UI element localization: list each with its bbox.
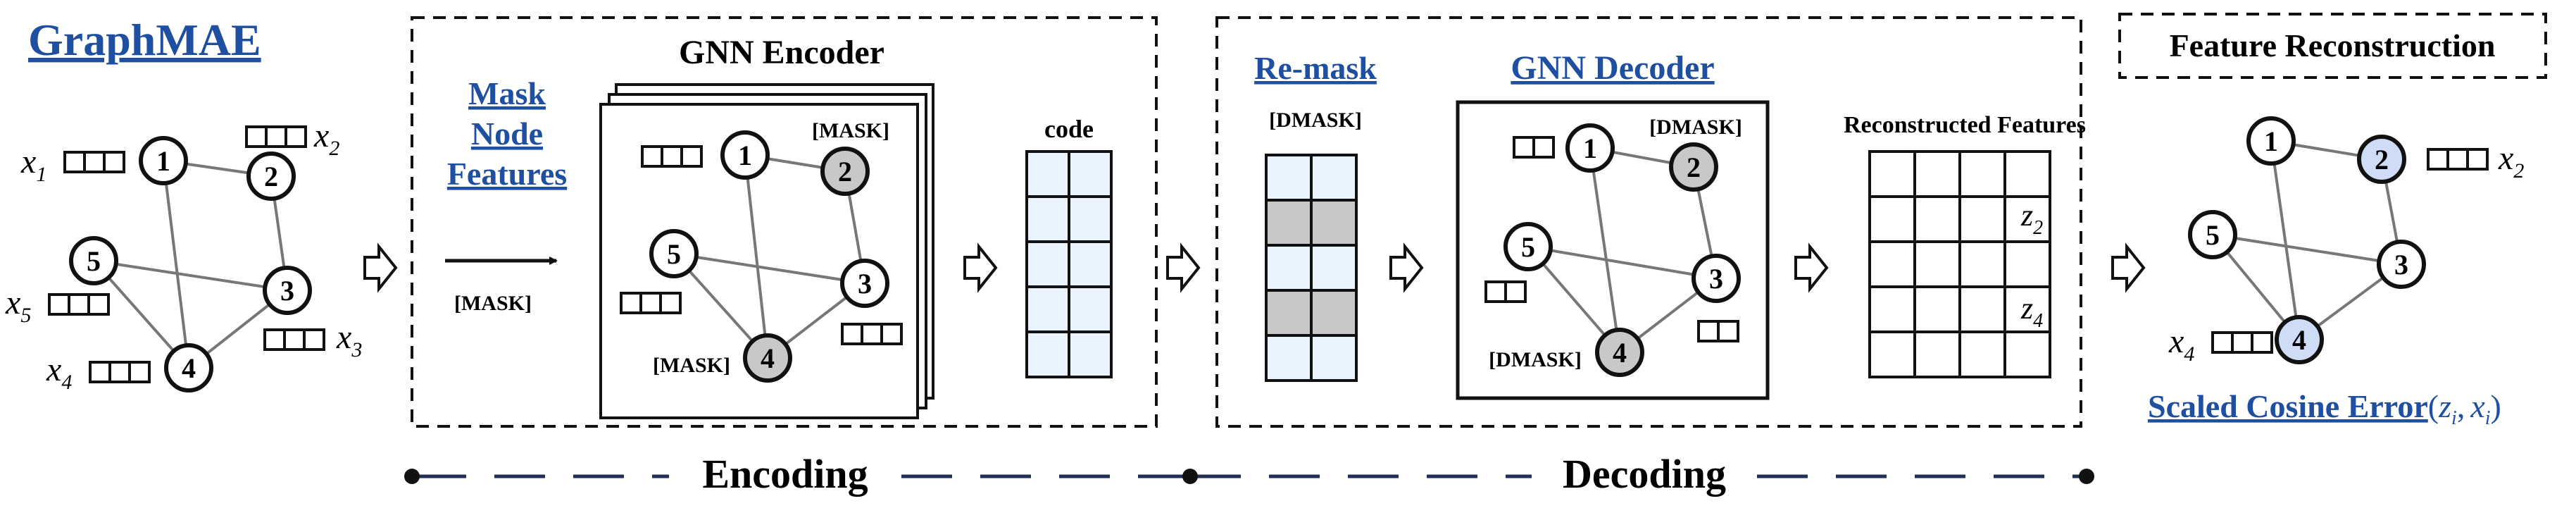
svg-text:1: 1	[156, 145, 170, 177]
decoder-node-1: 1	[1565, 123, 1615, 173]
input-node-4: 4	[164, 343, 213, 393]
gnn-encoder-title: GNN Encoder	[679, 34, 884, 71]
svg-text:x5: x5	[5, 284, 31, 327]
encoder-node-1: 1	[720, 130, 770, 180]
decoder-dmask-label-node2: [DMASK]	[1649, 116, 1742, 139]
svg-text:x4: x4	[46, 351, 72, 394]
svg-text:3: 3	[1709, 263, 1723, 295]
z4-label: z4	[2020, 291, 2043, 332]
flow-arrow-5	[1794, 242, 1829, 293]
encoder-box	[411, 16, 1158, 428]
decoder-node-3: 3	[1692, 254, 1741, 303]
timeline-dot-start	[404, 469, 420, 484]
input-feature-x2: x2	[245, 117, 339, 160]
svg-text:3: 3	[2394, 249, 2408, 280]
output-node-1: 1	[2246, 116, 2296, 166]
svg-text:2: 2	[264, 161, 278, 192]
mask-token-label: [MASK]	[454, 292, 532, 315]
z2-label: z2	[2020, 198, 2043, 239]
output-feature-x4: x4	[2168, 323, 2273, 366]
svg-text:x2: x2	[313, 117, 339, 160]
feature-reconstruction-box	[2118, 13, 2547, 79]
flow-arrow-2	[963, 242, 998, 293]
input-feature-x5: x5	[5, 284, 110, 327]
svg-text:Features: Features	[447, 156, 567, 192]
svg-text:x4: x4	[2168, 323, 2194, 366]
flow-arrow-1	[363, 242, 398, 293]
svg-text:5: 5	[667, 238, 681, 270]
svg-text:2: 2	[2375, 144, 2389, 175]
svg-text:1: 1	[2264, 125, 2278, 157]
svg-text:2: 2	[838, 156, 852, 187]
svg-text:4: 4	[1613, 337, 1627, 369]
scaled-cosine-error-label: Scaled Cosine Error(zi,xi)	[2148, 388, 2501, 429]
decoder-box	[1215, 16, 2082, 428]
decoder-node-5: 5	[1503, 222, 1553, 271]
output-node-4-reconstructed: 4	[2275, 315, 2324, 364]
encoder-feature-node1	[641, 145, 703, 168]
encoder-mask-label-node2: [MASK]	[812, 119, 889, 142]
flow-arrow-3	[1166, 242, 1201, 293]
decoder-node-4-masked: 4	[1595, 328, 1644, 377]
reconstructed-features-label: Reconstructed Features	[1844, 112, 2086, 138]
reconstructed-features-matrix	[1868, 150, 2051, 378]
svg-text:5: 5	[1521, 231, 1535, 263]
svg-text:5: 5	[87, 245, 101, 277]
flow-arrow-4	[1389, 242, 1424, 293]
remask-matrix	[1265, 154, 1358, 382]
decoding-label: Decoding	[1563, 451, 1726, 497]
code-label: code	[1044, 115, 1094, 143]
svg-text:Node: Node	[471, 116, 543, 152]
svg-text:4: 4	[2292, 324, 2306, 356]
encoder-feature-node3	[841, 323, 903, 345]
encoder-node-3: 3	[840, 259, 889, 308]
output-feature-x2: x2	[2427, 140, 2524, 183]
svg-text:2: 2	[1687, 152, 1701, 183]
svg-text:4: 4	[182, 352, 196, 384]
remask-label: Re-mask	[1254, 50, 1377, 86]
input-node-1: 1	[139, 136, 188, 185]
input-feature-x1: x1	[20, 143, 125, 186]
mask-node-features-label: Mask Node Features	[447, 75, 567, 192]
output-node-5: 5	[2188, 210, 2237, 259]
svg-text:x2: x2	[2498, 140, 2524, 183]
encoder-node-5: 5	[649, 229, 699, 278]
code-matrix	[1025, 150, 1113, 378]
feature-reconstruction-title: Feature Reconstruction	[2170, 27, 2496, 63]
remask-dmask-label: [DMASK]	[1269, 109, 1362, 132]
svg-text:1: 1	[1583, 132, 1597, 164]
input-node-5: 5	[69, 236, 118, 285]
encoder-mask-label-node4: [MASK]	[653, 354, 730, 377]
encoder-node-2-masked: 2	[820, 147, 870, 196]
decoder-node-2-masked: 2	[1669, 142, 1718, 192]
svg-text:3: 3	[280, 275, 294, 307]
timeline-dot-end	[2079, 469, 2094, 484]
svg-text:4: 4	[761, 342, 775, 374]
decoder-feature-node5	[1484, 280, 1527, 303]
flow-arrow-6	[2111, 242, 2146, 293]
output-node-3: 3	[2377, 240, 2426, 289]
encoder-node-4-masked: 4	[743, 333, 792, 383]
svg-text:3: 3	[858, 268, 872, 299]
svg-text:x1: x1	[20, 143, 46, 186]
svg-text:Mask: Mask	[468, 75, 546, 111]
svg-text:1: 1	[738, 140, 752, 171]
gnn-decoder-title: GNN Decoder	[1511, 49, 1714, 87]
svg-text:5: 5	[2206, 219, 2220, 251]
svg-text:x3: x3	[336, 319, 362, 361]
input-node-2: 2	[246, 152, 296, 201]
decoder-feature-node1	[1513, 136, 1555, 159]
decoder-dmask-label-node4: [DMASK]	[1489, 348, 1582, 371]
encoder-feature-node5	[620, 292, 682, 314]
input-feature-x3: x3	[263, 319, 362, 361]
encoding-label: Encoding	[702, 451, 868, 497]
graphmae-title: GraphMAE	[28, 15, 261, 65]
input-feature-x4: x4	[46, 351, 151, 394]
timeline-dot-mid	[1182, 469, 1198, 484]
output-node-2-reconstructed: 2	[2357, 135, 2406, 184]
decoder-feature-node3	[1697, 320, 1739, 342]
input-node-3: 3	[263, 266, 312, 315]
